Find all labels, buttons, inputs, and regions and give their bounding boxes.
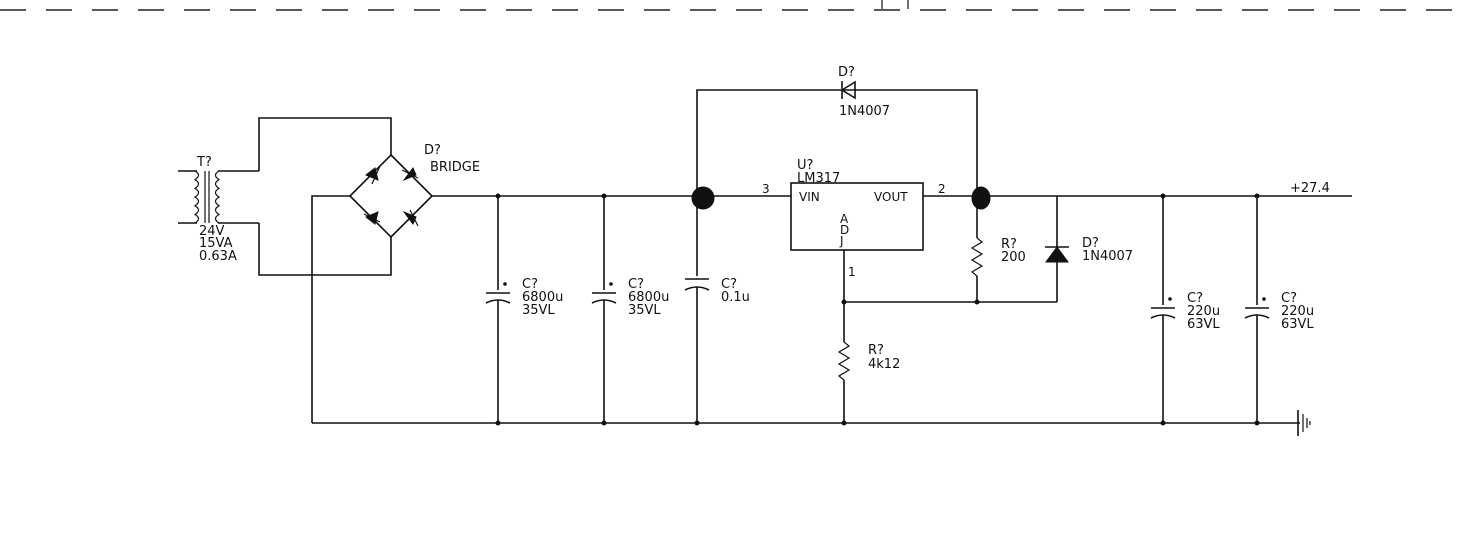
c1-ref: C? bbox=[522, 277, 538, 292]
junction-adj bbox=[841, 299, 847, 305]
c2-ref: C? bbox=[628, 277, 644, 292]
regulator-pin-adj-d: D bbox=[840, 223, 849, 237]
c2-rating: 35VL bbox=[628, 303, 661, 318]
capacitor-c4-symbol bbox=[1150, 193, 1176, 426]
transformer-voltage: 24V bbox=[199, 224, 225, 239]
junction-r1-bottom bbox=[974, 299, 980, 305]
ground-icon bbox=[1297, 410, 1311, 436]
r1-value: 200 bbox=[1001, 250, 1026, 265]
regulator-pin-adj-a: A bbox=[840, 212, 849, 226]
c3-ref: C? bbox=[721, 277, 737, 292]
wire-bridge-negative bbox=[311, 195, 350, 423]
r1-ref: R? bbox=[1001, 237, 1017, 252]
regulator-pin-vout: VOUT bbox=[874, 190, 908, 204]
c1-rating: 35VL bbox=[522, 303, 555, 318]
c1-value: 6800u bbox=[522, 290, 563, 305]
capacitor-c2-symbol bbox=[591, 193, 617, 426]
resistor-r1-symbol bbox=[970, 196, 984, 302]
c2-value: 6800u bbox=[628, 290, 669, 305]
capacitor-c3-symbol bbox=[684, 196, 710, 426]
transformer-current: 0.63A bbox=[199, 249, 237, 264]
transformer-power: 15VA bbox=[199, 236, 233, 251]
wire-ac-top bbox=[258, 117, 392, 171]
regulator-pin-adj-j: J bbox=[839, 234, 844, 248]
r2-ref: R? bbox=[868, 343, 884, 358]
regulator-pin-number-adj: 1 bbox=[848, 265, 856, 279]
bridge-value: BRIDGE bbox=[430, 160, 480, 175]
output-voltage-label: +27.4 bbox=[1290, 181, 1330, 196]
regulator-pin-number-out: 2 bbox=[938, 182, 946, 196]
c3-value: 0.1u bbox=[721, 290, 750, 305]
capacitor-c5-symbol bbox=[1244, 193, 1270, 426]
regulator-lm317-body bbox=[790, 182, 924, 251]
transformer-ref: T? bbox=[196, 155, 212, 170]
bridge-rectifier-symbol bbox=[348, 153, 434, 239]
wire-ac-bottom bbox=[258, 223, 392, 276]
transformer-symbol bbox=[178, 170, 259, 224]
c5-rating: 63VL bbox=[1281, 317, 1314, 332]
resistor-r2-symbol bbox=[837, 341, 851, 426]
regulator-pin-vin: VIN bbox=[799, 190, 820, 204]
c4-rating: 63VL bbox=[1187, 317, 1220, 332]
d-top-value: 1N4007 bbox=[839, 104, 890, 119]
c4-ref: C? bbox=[1187, 291, 1203, 306]
r2-value: 4k12 bbox=[868, 357, 900, 372]
regulator-value: LM317 bbox=[797, 171, 840, 186]
d-shunt-value: 1N4007 bbox=[1082, 249, 1133, 264]
regulator-ref: U? bbox=[797, 158, 813, 173]
junction-vout bbox=[971, 186, 991, 210]
regulator-pin-number-in: 3 bbox=[762, 182, 770, 196]
bridge-ref: D? bbox=[424, 143, 441, 158]
diode-shunt-symbol bbox=[1045, 196, 1069, 302]
junction-vin bbox=[691, 186, 715, 210]
d-shunt-ref: D? bbox=[1082, 236, 1099, 251]
c5-value: 220u bbox=[1281, 304, 1314, 319]
border-marker bbox=[881, 0, 909, 9]
capacitor-c1-symbol bbox=[485, 193, 511, 426]
wire-bypass-loop bbox=[696, 89, 978, 196]
c5-ref: C? bbox=[1281, 291, 1297, 306]
diode-top-symbol bbox=[840, 80, 856, 100]
c4-value: 220u bbox=[1187, 304, 1220, 319]
d-top-ref: D? bbox=[838, 65, 855, 80]
